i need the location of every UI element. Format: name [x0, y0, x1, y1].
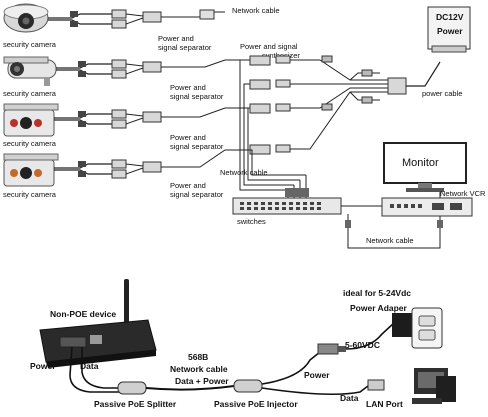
camera-label-3: security camera [3, 139, 57, 148]
camera-cable-rows [48, 13, 112, 175]
network-switch-icon [232, 197, 342, 215]
data-label-right: Data [340, 393, 359, 403]
power-label-right: Power [304, 370, 330, 380]
router-icon [39, 279, 157, 368]
vcr-label: Network VCR [440, 189, 486, 198]
wall-outlet-icon [411, 307, 443, 349]
power-plug-icons [321, 55, 373, 111]
data-label-left: Data [80, 361, 99, 371]
separator-label-3a: Power and [170, 133, 206, 142]
adapter-cable [345, 321, 396, 350]
separator-label-1b: signal separator [158, 43, 212, 52]
dc-plug-icon [317, 343, 346, 355]
ir-camera-icon [3, 103, 59, 137]
camera-connectors [70, 11, 86, 177]
poe-splitter-icon [117, 381, 147, 395]
poe-injector-icon [233, 379, 263, 393]
power-label-left: Power [30, 361, 56, 371]
power-connector [387, 61, 441, 95]
ideal-label: ideal for 5-24Vdc [343, 288, 411, 298]
synthesizer-label-a: Power and signal [240, 42, 298, 51]
power-cable-label: power cable [422, 89, 462, 98]
device-label: Non-POE device [50, 309, 116, 319]
network-cable-label-top: Network cable [232, 6, 280, 15]
monitor-icon [383, 142, 467, 192]
separator-links [125, 13, 144, 175]
power-box-line1: DC12V [436, 12, 464, 22]
network-cable-label-bottom: Network cable [170, 364, 228, 374]
camera-label-2: security camera [3, 89, 57, 98]
standard-label: 568B [188, 352, 208, 362]
ir-camera-icon [3, 153, 59, 187]
lan-label: LAN Port [366, 399, 403, 409]
separator-label-4a: Power and [170, 181, 206, 190]
bottom-network-cable-label: Network cable [366, 236, 414, 245]
data-power-label: Data + Power [175, 376, 229, 386]
cable-plugs [199, 9, 215, 20]
separator-label-2b: signal separator [170, 92, 224, 101]
injector-cables [261, 351, 369, 396]
separator-label-2a: Power and [170, 83, 206, 92]
switch-plug-icons [285, 188, 309, 197]
bullet-camera-icon [3, 56, 57, 86]
switch-uplink-cables [239, 59, 307, 198]
switch-vcr-plugs [345, 220, 443, 228]
separator-label-4b: signal separator [170, 190, 224, 199]
power-supply-box [427, 6, 471, 53]
separator-icons [111, 9, 162, 179]
adapter-label: Power Adaper [350, 303, 408, 313]
switches-label: switches [237, 217, 266, 226]
synthesizer-icons [249, 55, 291, 155]
power-box-line2: Power [437, 26, 463, 36]
lan-port-icon [367, 368, 456, 404]
injector-label: Passive PoE Injector [214, 399, 298, 409]
router-cables [69, 346, 130, 393]
network-vcr-icon [381, 197, 473, 217]
camera-label-4: security camera [3, 190, 57, 199]
voltage-label: 5-60VDC [345, 340, 380, 350]
dome-camera-icon [3, 3, 49, 33]
power-branch-cables [290, 59, 390, 150]
poe-network-cable [145, 385, 235, 391]
monitor-label: Monitor [402, 157, 439, 169]
splitter-label: Passive PoE Splitter [94, 399, 177, 409]
camera-label-1: security camera [3, 40, 57, 49]
separator-label-3b: signal separator [170, 142, 224, 151]
switch-vcr-cable [341, 205, 441, 249]
power-adapter-icon [392, 313, 412, 337]
separator-label-1a: Power and [158, 34, 194, 43]
